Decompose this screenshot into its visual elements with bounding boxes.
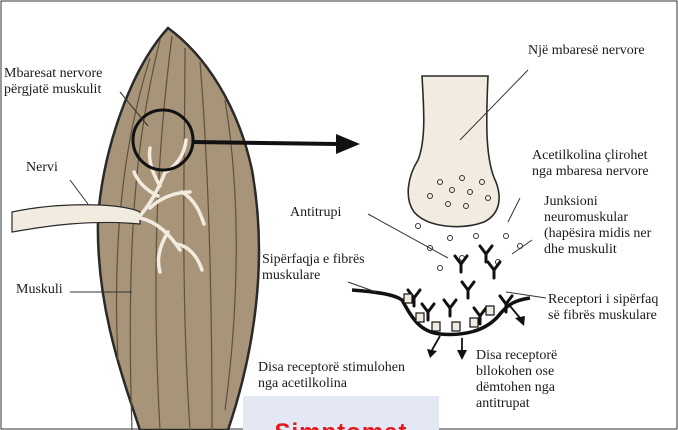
zoom-arrow-line [193, 142, 338, 144]
zoom-arrow-head [336, 134, 360, 154]
fiber-surface [352, 290, 530, 334]
label-fiber-surface: Sipërfaqja e fibrës muskulare [262, 252, 365, 284]
muscle-body [98, 28, 259, 430]
label-acetylcholine: Acetilkolina çlirohet nga mbaresa nervor… [532, 148, 649, 180]
label-junction: Junksioni neuromuskular (hapësira midis … [544, 194, 651, 258]
label-stimulated-receptors: Disa receptorë stimulohen nga acetilkoli… [258, 360, 405, 392]
label-surface-receptor: Receptori i sipërfaq së fibrës muskulare [548, 292, 658, 324]
section-banner: Simptomat [243, 396, 439, 430]
label-muscle: Muskuli [16, 282, 63, 298]
label-antibody: Antitrupi [290, 205, 341, 221]
label-blocked-receptors: Disa receptorë bllokohen ose dëmtohen ng… [476, 348, 557, 412]
label-nerve-endings: Mbaresat nervore përgjatë muskulit [4, 66, 102, 98]
label-nerve: Nervi [26, 160, 58, 176]
label-one-nerve-ending: Një mbaresë nervore [528, 43, 645, 59]
banner-title: Simptomat [243, 419, 439, 430]
nerve-ending [408, 76, 499, 227]
